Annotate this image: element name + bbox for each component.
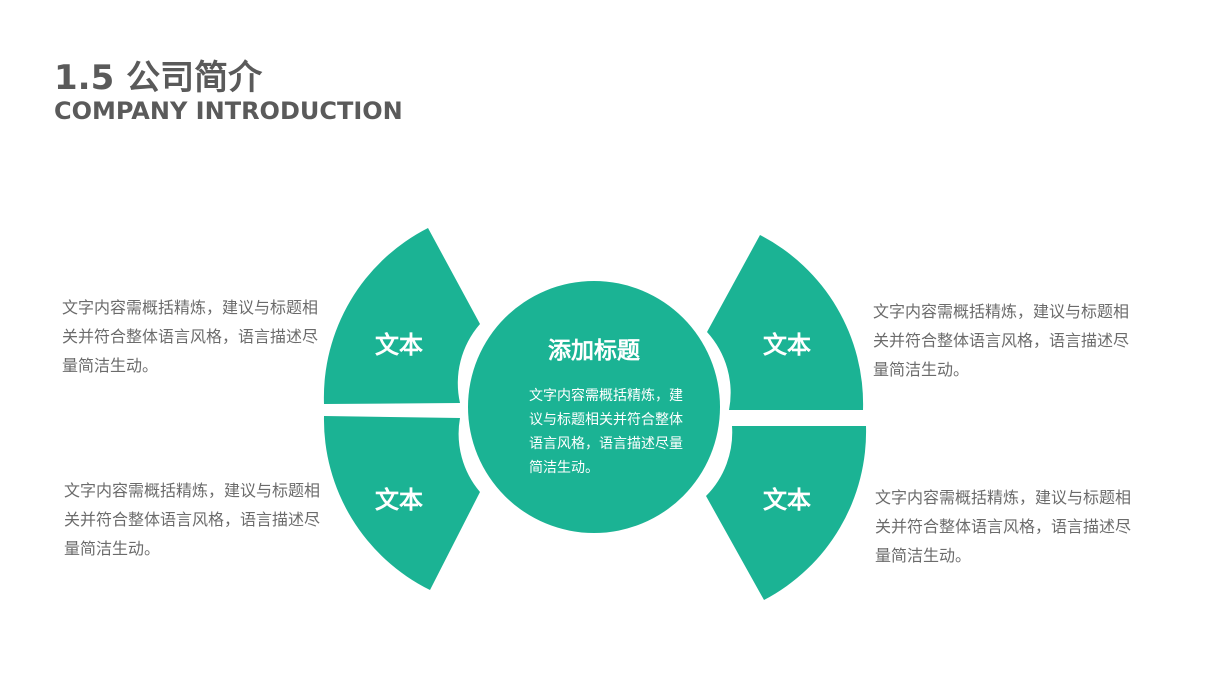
segment-top-right-label: 文本 bbox=[763, 331, 811, 359]
description-top-right: 文字内容需概括精炼，建议与标题相关并符合整体语言风格，语言描述尽量简洁生动。 bbox=[873, 302, 1130, 379]
segment-bottom-left-shape bbox=[323, 416, 480, 590]
segment-top-left-shape bbox=[323, 228, 480, 404]
segment-bottom-right-label: 文本 bbox=[763, 486, 811, 514]
description-top-left: 文字内容需概括精炼，建议与标题相关并符合整体语言风格，语言描述尽量简洁生动。 bbox=[62, 298, 319, 375]
center-text: 文字内容需概括精炼，建议与标题相关并符合整体语言风格，语言描述尽量简洁生动。 bbox=[529, 388, 683, 476]
description-bottom-left: 文字内容需概括精炼，建议与标题相关并符合整体语言风格，语言描述尽量简洁生动。 bbox=[64, 481, 321, 558]
page-subtitle: COMPANY INTRODUCTION bbox=[54, 97, 403, 125]
segment-bottom-left-label: 文本 bbox=[375, 486, 423, 514]
segment-bottom-right-shape bbox=[706, 426, 867, 600]
description-bottom-right: 文字内容需概括精炼，建议与标题相关并符合整体语言风格，语言描述尽量简洁生动。 bbox=[875, 488, 1132, 565]
center-title: 添加标题 bbox=[548, 338, 640, 364]
segment-top-left-label: 文本 bbox=[375, 331, 423, 359]
segment-top-right-shape bbox=[707, 235, 864, 410]
center-circle bbox=[468, 281, 720, 533]
page-title: 1.5 公司简介 bbox=[54, 58, 263, 98]
